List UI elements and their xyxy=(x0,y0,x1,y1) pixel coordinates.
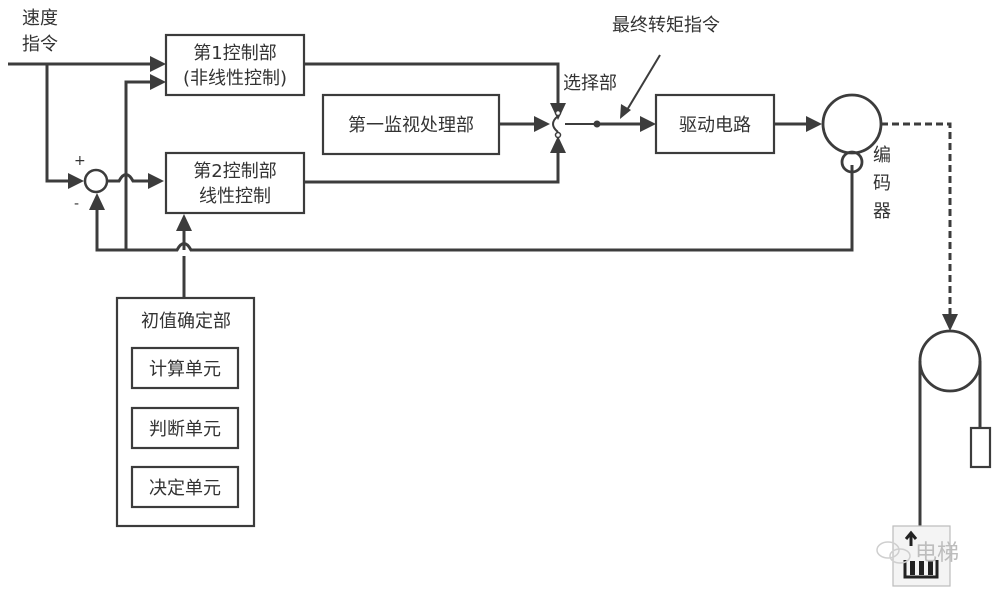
arrow-into-motor xyxy=(806,116,822,132)
minus-sign: - xyxy=(74,196,79,212)
sheave-icon xyxy=(918,329,982,393)
selector-label: 选择部 xyxy=(563,73,617,94)
final-torque-pointer-arrow xyxy=(620,104,631,119)
speed-branch-line xyxy=(45,64,70,183)
monitor-label: 第一监视处理部 xyxy=(348,115,474,136)
control1-title: 第1控制部 xyxy=(193,43,276,64)
final-torque-pointer-line xyxy=(626,54,661,111)
arrow-into-selector-bottom xyxy=(550,136,566,153)
initial-value-title: 初值确定部 xyxy=(141,311,231,332)
encoder-label-char2: 码 xyxy=(873,173,891,194)
calculation-unit-label: 计算单元 xyxy=(149,359,221,380)
error-signal-line xyxy=(107,173,150,183)
plus-sign: + xyxy=(74,153,86,169)
arrow-into-sum-minus xyxy=(89,193,105,210)
up-arrow-icon xyxy=(904,530,918,546)
speed-command-label-line1: 速度 xyxy=(22,8,58,29)
arrow-into-sheave xyxy=(942,314,958,331)
arrow-into-control2 xyxy=(148,173,164,189)
encoder-label-char3: 器 xyxy=(873,201,891,222)
arrow-into-drive xyxy=(640,116,656,132)
arrow-into-control2-bottom xyxy=(176,214,192,231)
encoder-icon xyxy=(840,150,864,174)
car-outline-icon xyxy=(903,560,939,579)
speed-command-label-line2: 指令 xyxy=(22,34,58,55)
person-icon-2 xyxy=(919,561,924,575)
selector-contact-bottom xyxy=(554,131,562,139)
person-icon-1 xyxy=(910,561,915,575)
calculation-unit-block xyxy=(130,346,240,390)
wechat-bubble-icon-1 xyxy=(876,541,900,559)
mechanical-link-dashed xyxy=(881,122,952,318)
control1-output-line xyxy=(304,62,560,104)
final-torque-command-label: 最终转矩指令 xyxy=(612,15,720,36)
encoder-label-char1: 编 xyxy=(873,145,891,166)
summing-junction xyxy=(83,168,109,194)
wechat-bubble-icon-2 xyxy=(889,548,911,564)
selector-contact-top xyxy=(554,109,562,117)
drive-circuit-block xyxy=(654,93,776,155)
drive-circuit-label: 驱动电路 xyxy=(679,115,751,136)
judgment-unit-block xyxy=(130,406,240,450)
person-icon-3 xyxy=(928,561,933,575)
counterweight-icon xyxy=(969,426,992,469)
control1-subtitle: (非线性控制) xyxy=(183,68,287,89)
decision-unit-label: 决定单元 xyxy=(149,478,221,499)
arrow-into-control1-top xyxy=(150,56,166,72)
judgment-unit-label: 判断单元 xyxy=(149,419,221,440)
arrow-into-selector-left xyxy=(534,116,550,132)
control2-output-line xyxy=(304,152,560,184)
elevator-logo: 电梯 xyxy=(876,525,959,587)
control2-block xyxy=(164,151,306,215)
arrow-into-sum-plus xyxy=(68,173,84,189)
selector-switch-arc xyxy=(552,115,559,133)
watermark-text: 电梯 xyxy=(915,541,959,566)
feedback-to-control1-line xyxy=(124,80,150,250)
decision-unit-block xyxy=(130,465,240,509)
monitor-block xyxy=(321,93,501,156)
arrow-into-control1-bottom xyxy=(150,74,166,90)
control2-title: 第2控制部 xyxy=(193,161,276,182)
control2-subtitle: 线性控制 xyxy=(199,186,271,207)
